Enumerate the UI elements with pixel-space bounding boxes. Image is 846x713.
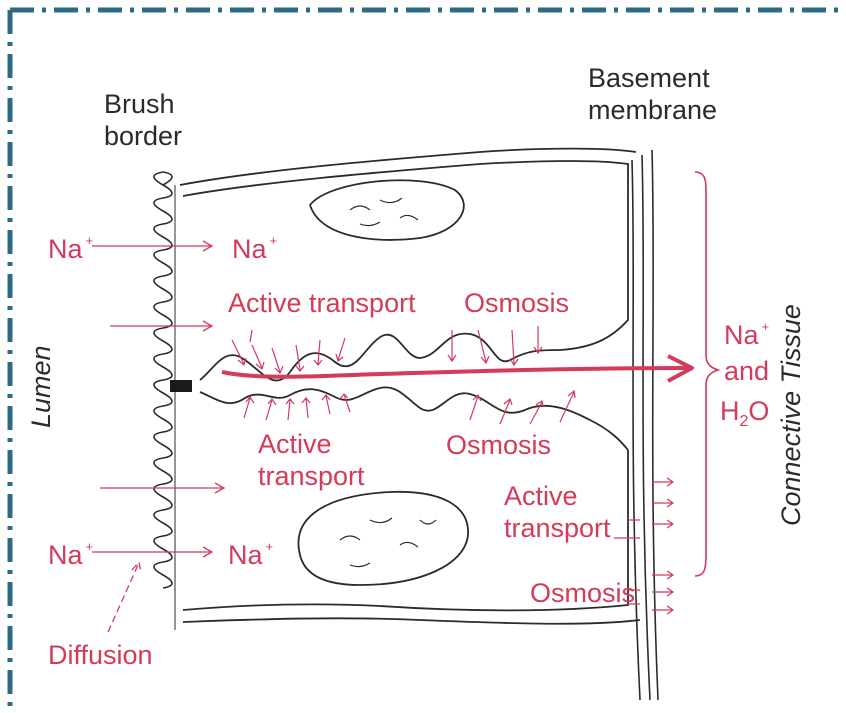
- basement-membrane: [632, 150, 658, 700]
- osmosis-right-label: Osmosis: [530, 580, 635, 607]
- osmosis-arrows-upper: [448, 326, 542, 365]
- active-transport-arrows-upper: [232, 330, 345, 373]
- upper-nucleus: [310, 180, 464, 240]
- lumen-text: Lumen: [26, 345, 56, 428]
- active-transport-right-label: Active transport: [504, 480, 611, 545]
- na-lumen-bottom-symbol: Na: [48, 540, 83, 570]
- active-transport-arrows-lower: [244, 394, 350, 420]
- osmosis-mid-label: Osmosis: [446, 432, 551, 459]
- diffusion-label: Diffusion: [48, 642, 153, 669]
- na-lumen-top-charge: +: [86, 233, 94, 248]
- na-cell-top-charge: +: [270, 233, 278, 248]
- water-h: H: [720, 396, 740, 426]
- na-cell-bottom-charge: +: [266, 539, 274, 554]
- na-cell-top-symbol: Na: [232, 234, 267, 264]
- na-cell-bottom-label: Na+: [228, 540, 273, 569]
- brush-border-microvilli: [154, 172, 172, 588]
- osmosis-top-label: Osmosis: [464, 290, 569, 317]
- and-label: and: [724, 358, 769, 385]
- connective-tissue-bracket: [695, 172, 718, 576]
- na-lumen-top-symbol: Na: [48, 234, 83, 264]
- lower-nucleus: [298, 492, 468, 585]
- na-lumen-bottom-charge: +: [86, 539, 94, 554]
- diffusion-arrow: [108, 562, 141, 632]
- na-out-charge: +: [762, 319, 770, 334]
- active-transport-mid-label: Active transport: [258, 428, 365, 493]
- connective-tissue-text: Connective Tissue: [776, 304, 806, 526]
- active-transport-top-label: Active transport: [228, 290, 416, 317]
- water-o: O: [748, 396, 769, 426]
- na-cell-top-label: Na+: [232, 234, 277, 263]
- tight-junction: [170, 380, 192, 392]
- connective-tissue-label: Connective Tissue: [778, 304, 805, 526]
- lower-nucleus-chromatin: [340, 518, 436, 567]
- brush-border-label: Brush border: [104, 88, 182, 153]
- lumen-label: Lumen: [28, 345, 55, 428]
- na-lumen-top-label: Na+: [48, 234, 93, 263]
- na-lumen-bottom-label: Na+: [48, 540, 93, 569]
- water-label: H2O: [720, 398, 769, 430]
- basement-membrane-label: Basement membrane: [588, 62, 717, 127]
- sodium-entry-arrows: [92, 241, 224, 557]
- na-out-label: Na+: [724, 320, 769, 349]
- upper-nucleus-chromatin: [350, 198, 418, 226]
- na-cell-bottom-symbol: Na: [228, 540, 263, 570]
- na-out-symbol: Na: [724, 320, 759, 350]
